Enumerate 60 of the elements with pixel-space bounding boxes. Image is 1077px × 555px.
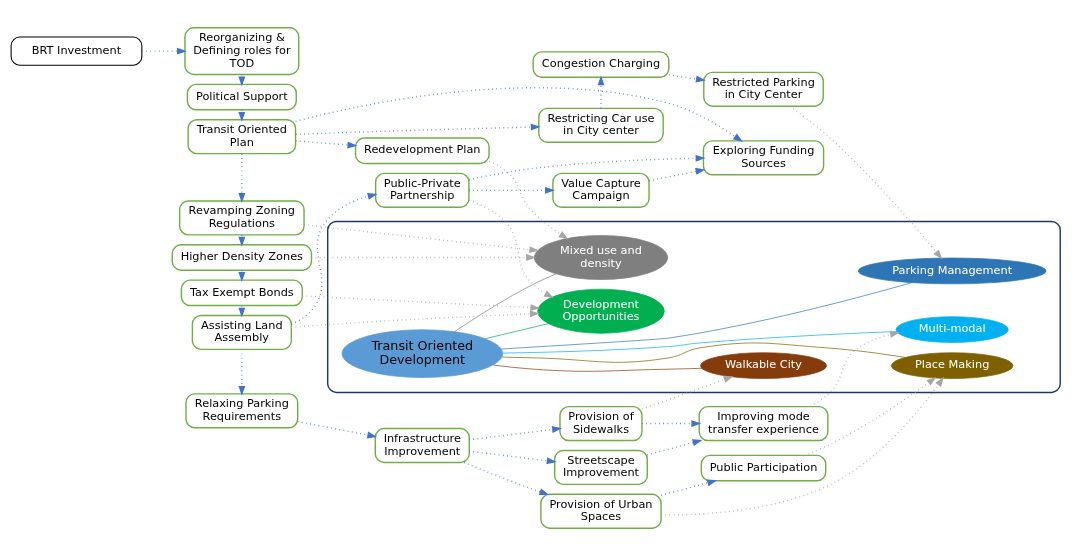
node-box: Provision of Urban Spaces <box>540 493 662 529</box>
arrow <box>468 450 557 464</box>
connector <box>493 364 702 372</box>
arrow <box>238 73 246 86</box>
arrow <box>660 479 718 496</box>
node-box: Restricting Car use in City center <box>538 107 664 143</box>
arrow <box>303 223 540 253</box>
arrow <box>301 294 541 311</box>
node-box: Provision of Sidewalks <box>559 405 643 441</box>
node-box: Political Support <box>186 83 297 110</box>
arrow <box>660 376 944 515</box>
arrow <box>463 461 550 495</box>
arrow <box>468 186 555 194</box>
node-ellipse: Parking Management <box>857 257 1047 284</box>
arrow <box>646 438 703 456</box>
arrow <box>668 73 706 82</box>
node-ellipse: Mixed use and density <box>533 234 669 280</box>
node-box: Reorganizing & Defining roles for TOD <box>184 26 300 75</box>
node-box: Public-Private Partnership <box>374 172 470 208</box>
arrow <box>141 47 187 55</box>
node-ellipse: Transit Oriented Development <box>341 328 503 378</box>
arrow <box>238 348 246 396</box>
node-box: Exploring Funding Sources <box>702 139 825 176</box>
node-box: Tax Exempt Bonds <box>180 278 303 306</box>
node-ellipse: Multi-modal <box>895 315 1009 343</box>
node-ellipse: Place Making <box>891 351 1014 379</box>
cluster <box>327 220 1061 393</box>
node-box: Restricted Parking in City Center <box>703 71 824 107</box>
arrow <box>290 192 378 325</box>
arrow <box>648 167 706 181</box>
node-box: Transit Oriented Plan <box>187 118 297 154</box>
node-box: Infrastructure Improvement <box>374 427 470 463</box>
node-box: Redevelopment Plan <box>354 136 490 164</box>
node-ellipse: Walkable City <box>700 351 827 379</box>
node-box: Congestion Charging <box>532 50 670 78</box>
node-box: Streetscape Improvement <box>554 449 648 485</box>
connector <box>501 281 912 349</box>
arrow <box>238 269 246 282</box>
connector <box>501 342 906 363</box>
arrow <box>468 154 706 180</box>
arrow <box>789 105 943 260</box>
arrow <box>488 160 569 240</box>
node-box: Value Capture Campaign <box>552 172 650 208</box>
node-box: Improving mode transfer experience <box>698 405 829 441</box>
node-box: Public Participation <box>700 454 827 482</box>
arrow <box>641 419 702 427</box>
connector <box>485 322 549 339</box>
arrow <box>295 86 743 142</box>
arrow <box>468 425 563 440</box>
arrow <box>238 304 246 318</box>
arrow <box>290 309 540 328</box>
node-box: Assisting Land Assembly <box>191 314 292 350</box>
connector <box>502 330 898 353</box>
arrow <box>238 233 246 247</box>
node-box: BRT Investment <box>10 36 143 66</box>
connector <box>454 273 557 332</box>
node-box: Relaxing Parking Requirements <box>185 392 299 429</box>
arrow <box>468 199 554 298</box>
arrow <box>238 108 246 122</box>
arrow <box>641 375 734 410</box>
